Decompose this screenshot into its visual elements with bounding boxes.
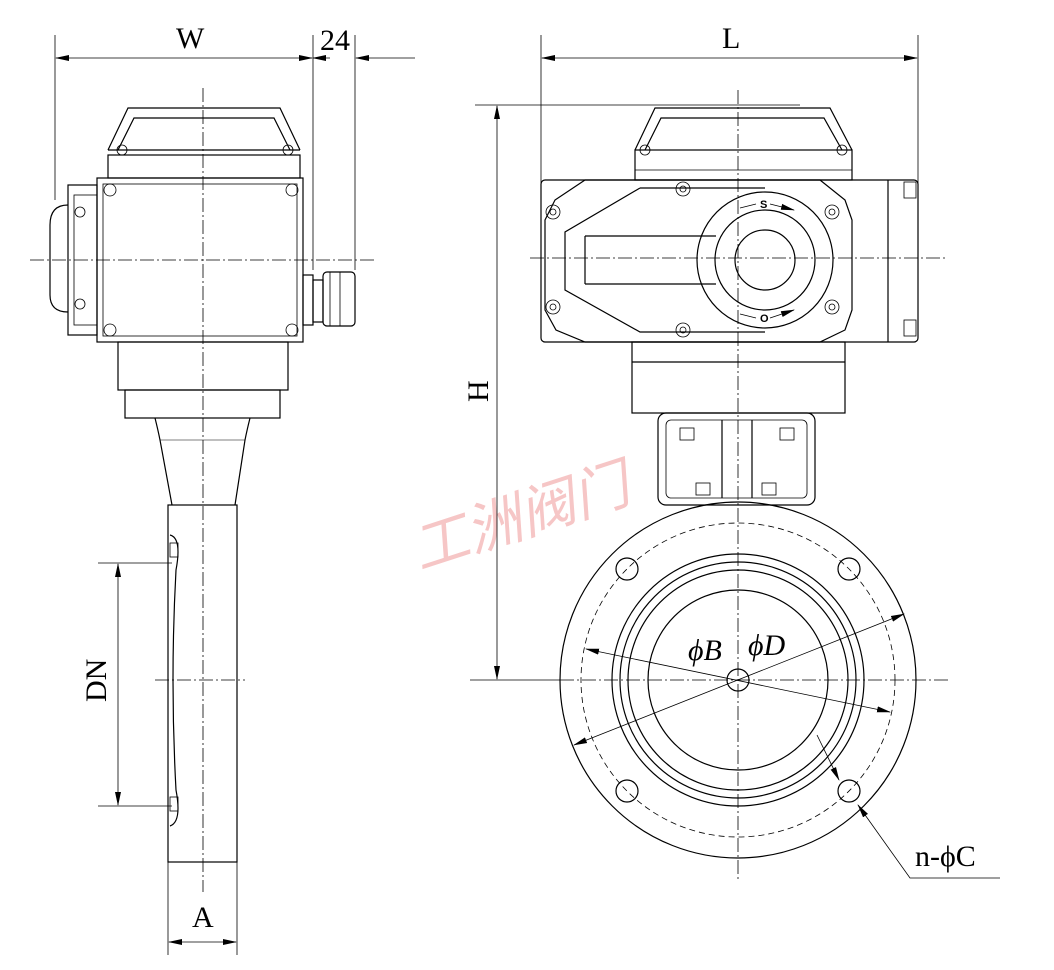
front-view: L H S O: [462, 22, 1000, 880]
diameter-b-label: ϕB: [688, 634, 722, 667]
offset-label: 24: [320, 24, 350, 57]
handwheel-cover: [49, 204, 69, 313]
position-indicator-arm: [584, 235, 716, 285]
diameter-d-label: ϕD: [748, 629, 786, 662]
indicator-dial-outer: [696, 191, 834, 329]
a-label: A: [192, 901, 214, 934]
adaptor-plate: [631, 341, 846, 414]
bolt-hole-label: n-ϕC: [915, 840, 976, 873]
dn-label: DN: [80, 659, 113, 702]
valve-body: [167, 504, 238, 863]
bolt-holes: [615, 557, 861, 803]
indicator-hub: [734, 229, 796, 291]
housing-screws: [545, 144, 848, 338]
actuator-cap: [107, 107, 301, 151]
neck: [154, 417, 251, 506]
gear-plate: [544, 179, 853, 343]
bracket: [657, 412, 816, 506]
actuator-cap: [634, 107, 853, 151]
l-label: L: [722, 22, 740, 55]
side-view: W 24: [30, 22, 415, 955]
diameter-d-line: [573, 613, 905, 746]
w-label: W: [176, 22, 205, 55]
bolt-hole-leader: [857, 804, 1000, 879]
cap-base: [634, 149, 853, 181]
h-label: H: [462, 380, 495, 402]
cap-base: [107, 154, 301, 179]
indicator-dial: [714, 209, 816, 311]
open-mark: O: [760, 313, 769, 325]
shut-mark: S: [760, 199, 767, 211]
disc-edge: [169, 534, 179, 827]
cable-gland: [302, 271, 356, 327]
watermark: 工洲阀门: [404, 450, 644, 583]
mounting-flange: [124, 389, 281, 419]
